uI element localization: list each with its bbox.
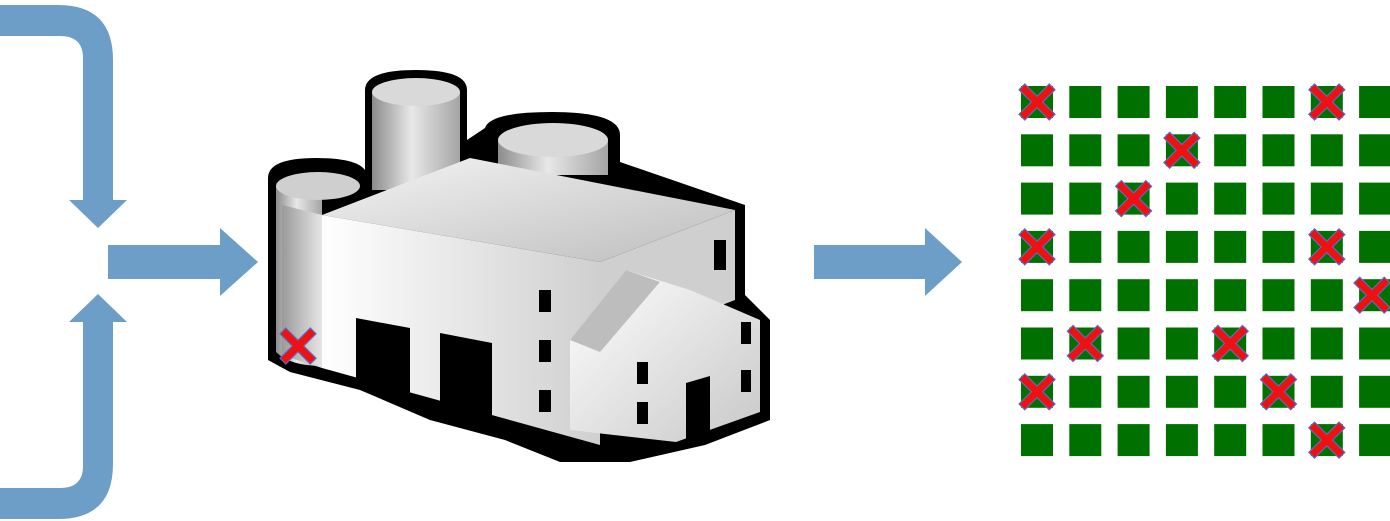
product-unit — [1359, 183, 1390, 215]
product-unit — [1021, 279, 1053, 311]
product-unit — [1263, 279, 1295, 311]
product-unit — [1118, 424, 1150, 456]
product-unit — [1069, 183, 1101, 215]
product-unit — [1166, 328, 1198, 360]
product-unit — [1359, 86, 1390, 118]
product-unit — [1263, 134, 1295, 166]
product-unit — [1359, 231, 1390, 263]
product-unit — [1166, 231, 1198, 263]
product-unit — [1263, 424, 1295, 456]
product-unit — [1359, 424, 1390, 456]
output-right-arrow-icon — [814, 228, 962, 296]
product-unit — [1214, 134, 1246, 166]
product-unit — [1166, 424, 1198, 456]
product-unit — [1214, 279, 1246, 311]
product-unit — [1263, 86, 1295, 118]
curved-up-arrow-icon — [0, 294, 127, 519]
product-unit — [1214, 183, 1246, 215]
product-unit — [1118, 279, 1150, 311]
product-unit — [1118, 376, 1150, 408]
product-unit — [1069, 424, 1101, 456]
product-unit — [1214, 231, 1246, 263]
loading-door-2 — [440, 333, 492, 418]
product-unit — [1118, 134, 1150, 166]
product-unit — [1069, 86, 1101, 118]
product-unit — [1021, 328, 1053, 360]
product-unit — [1359, 328, 1390, 360]
input-arrows — [0, 5, 258, 519]
product-unit — [1166, 279, 1198, 311]
loading-door-1 — [356, 318, 410, 405]
factory-icon — [268, 70, 770, 462]
product-unit — [1214, 86, 1246, 118]
product-unit — [1118, 328, 1150, 360]
product-unit — [1069, 279, 1101, 311]
product-unit — [1166, 376, 1198, 408]
product-unit — [1263, 231, 1295, 263]
product-unit — [1359, 376, 1390, 408]
product-unit — [1359, 134, 1390, 166]
merge-right-arrow-icon — [108, 228, 258, 296]
product-unit — [1166, 86, 1198, 118]
product-unit — [1311, 183, 1343, 215]
product-unit — [1311, 279, 1343, 311]
product-unit — [1021, 134, 1053, 166]
product-unit — [1069, 134, 1101, 166]
product-unit — [1021, 424, 1053, 456]
product-unit — [1069, 231, 1101, 263]
product-unit — [1166, 183, 1198, 215]
product-unit — [1311, 328, 1343, 360]
output-product-grid — [1019, 84, 1390, 458]
curved-down-arrow-icon — [0, 5, 127, 228]
product-unit — [1021, 183, 1053, 215]
product-unit — [1263, 328, 1295, 360]
product-unit — [1118, 86, 1150, 118]
product-unit — [1069, 376, 1101, 408]
product-unit — [1311, 376, 1343, 408]
house-door — [686, 376, 710, 445]
product-unit — [1214, 376, 1246, 408]
product-unit — [1118, 231, 1150, 263]
product-unit — [1263, 183, 1295, 215]
product-unit — [1214, 424, 1246, 456]
product-unit — [1311, 134, 1343, 166]
